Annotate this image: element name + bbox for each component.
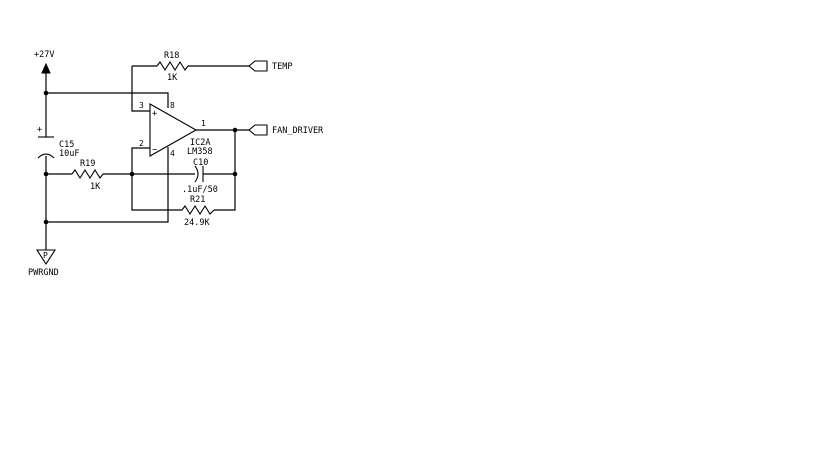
port-temp-flag [248,60,268,72]
capacitor-c10: C10 .1uF/50 [182,158,218,195]
inv-input-wire [131,147,182,211]
port-fan-driver-label: FAN_DRIVER [272,126,324,136]
opamp-part: LM358 [187,147,213,157]
opamp-pin2: 2 [139,139,144,148]
resistor-r19: R19 1K [71,159,104,192]
r19-ref: R19 [80,159,95,169]
r21-ref: R21 [190,195,205,205]
c15-value: 10uF [59,149,79,159]
c15-polarity-mark: + [37,125,42,135]
gnd-pin4-wire [46,147,169,223]
ground-symbol-letter: P [43,251,48,260]
ground-pwrgnd: P PWRGND [28,249,59,278]
r18-value: 1K [167,73,178,83]
opamp-triangle [149,103,198,157]
c15-ref: C15 [59,140,74,150]
opamp-ref: IC2A [190,138,210,148]
port-fan-driver-flag [248,124,268,136]
capacitor-c15: + C15 10uF [37,125,79,159]
r19-value: 1K [90,182,101,192]
r18-zigzag [156,60,189,72]
junction-dot [43,90,49,96]
c10-plate-curved [194,165,199,183]
port-temp: TEMP [248,60,292,72]
junction-dot [43,219,49,225]
supply-arrow-icon [41,62,51,74]
opamp-pin4: 4 [170,149,175,158]
opamp-pin3: 3 [139,101,144,110]
opamp-ic2a: + − 3 2 8 4 1 IC2A LM358 [139,101,213,158]
junction-dot [43,171,49,177]
opamp-pin8: 8 [170,101,175,110]
junction-dot [232,127,238,133]
resistor-r21: R21 24.9K [181,195,215,228]
supply-27v: +27V [34,50,54,74]
ground-label: PWRGND [28,268,59,278]
junction-dot [232,171,238,177]
resistor-r18: R18 1K [156,51,189,83]
feedback-right-wire [214,130,236,211]
c10-value: .1uF/50 [182,185,218,195]
vcc-wire [46,92,169,108]
junctions [43,90,238,225]
r21-value: 24.9K [184,218,210,228]
opamp-plus-sign: + [152,109,157,119]
port-fan-driver: FAN_DRIVER [248,124,324,136]
r21-zigzag [181,204,215,216]
r19-zigzag [71,168,104,180]
port-temp-label: TEMP [272,62,292,72]
ground-triangle-icon [35,249,57,266]
r18-ref: R18 [164,51,179,61]
opamp-pin1: 1 [201,119,206,128]
junction-dot [129,171,135,177]
noninv-input-wire [131,66,150,112]
opamp-minus-sign: − [152,145,157,155]
c15-plate-negative [37,153,55,159]
supply-label: +27V [34,50,54,60]
c10-ref: C10 [193,158,208,168]
